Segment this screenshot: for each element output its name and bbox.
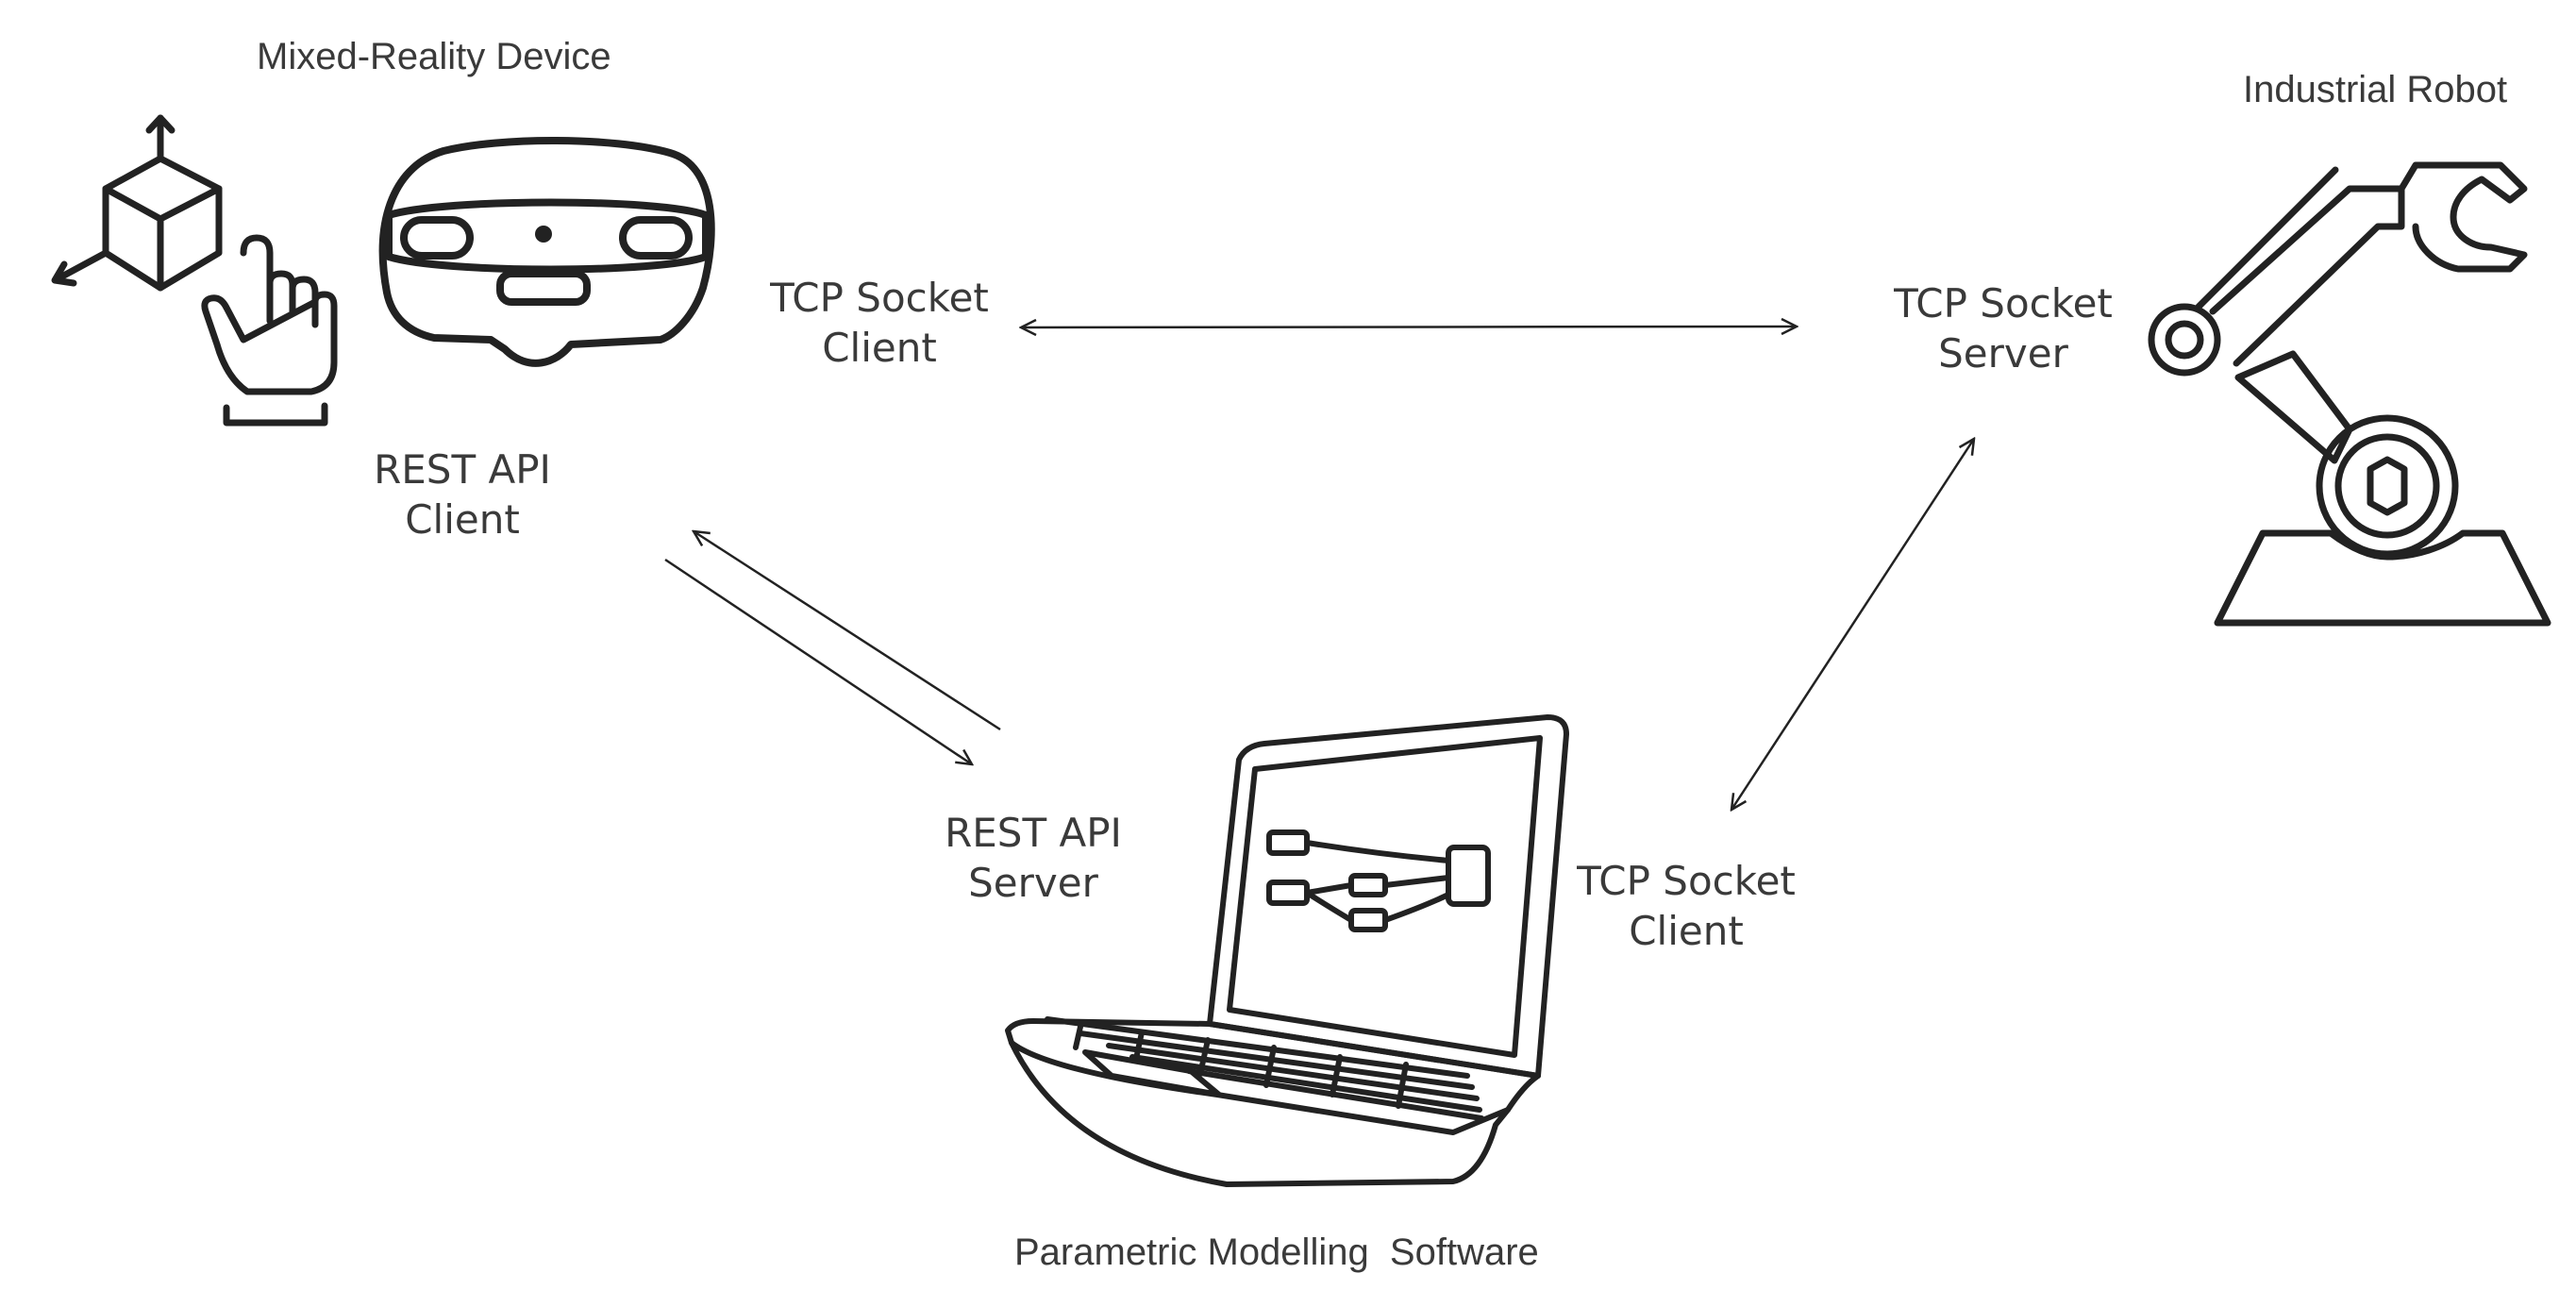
tcp-socket-client-laptop-line1: TCP Socket <box>1577 858 1796 904</box>
tcp-socket-client-headset-line2: Client <box>822 324 937 371</box>
rest-request-arrow <box>664 558 972 764</box>
tcp-socket-server-line2: Server <box>1938 329 2068 377</box>
industrial-robot-title: Industrial Robot <box>2243 69 2508 110</box>
parametric-modelling-software-title: Parametric Modelling Software <box>1014 1232 1539 1273</box>
tcp-socket-client-laptop-line2: Client <box>1629 907 1744 954</box>
mixed-reality-headset-icon <box>378 137 715 367</box>
rest-api-client-line2: Client <box>405 495 520 543</box>
rest-response-arrow <box>694 531 1001 731</box>
tcp-link-laptop-robot <box>1731 439 1974 810</box>
tcp-socket-client-label-laptop: TCP Socket Client <box>1568 857 1804 956</box>
rest-api-server-line2: Server <box>968 859 1098 906</box>
rest-api-client-label: REST API Client <box>359 445 566 545</box>
laptop-node-graph-icon <box>1005 714 1569 1187</box>
mixed-reality-device-title: Mixed-Reality Device <box>257 36 611 77</box>
tcp-socket-client-headset-line1: TCP Socket <box>770 275 989 321</box>
rest-api-server-label: REST API Server <box>929 809 1137 908</box>
3d-cube-gesture-icon <box>51 114 338 427</box>
rest-api-server-line1: REST API <box>945 810 1122 856</box>
tcp-socket-server-label: TCP Socket Server <box>1885 279 2121 378</box>
industrial-robot-arm-icon <box>2148 161 2551 627</box>
tcp-socket-client-label-headset: TCP Socket Client <box>766 274 993 373</box>
tcp-socket-server-line1: TCP Socket <box>1894 280 2113 327</box>
rest-api-client-line1: REST API <box>374 446 551 493</box>
